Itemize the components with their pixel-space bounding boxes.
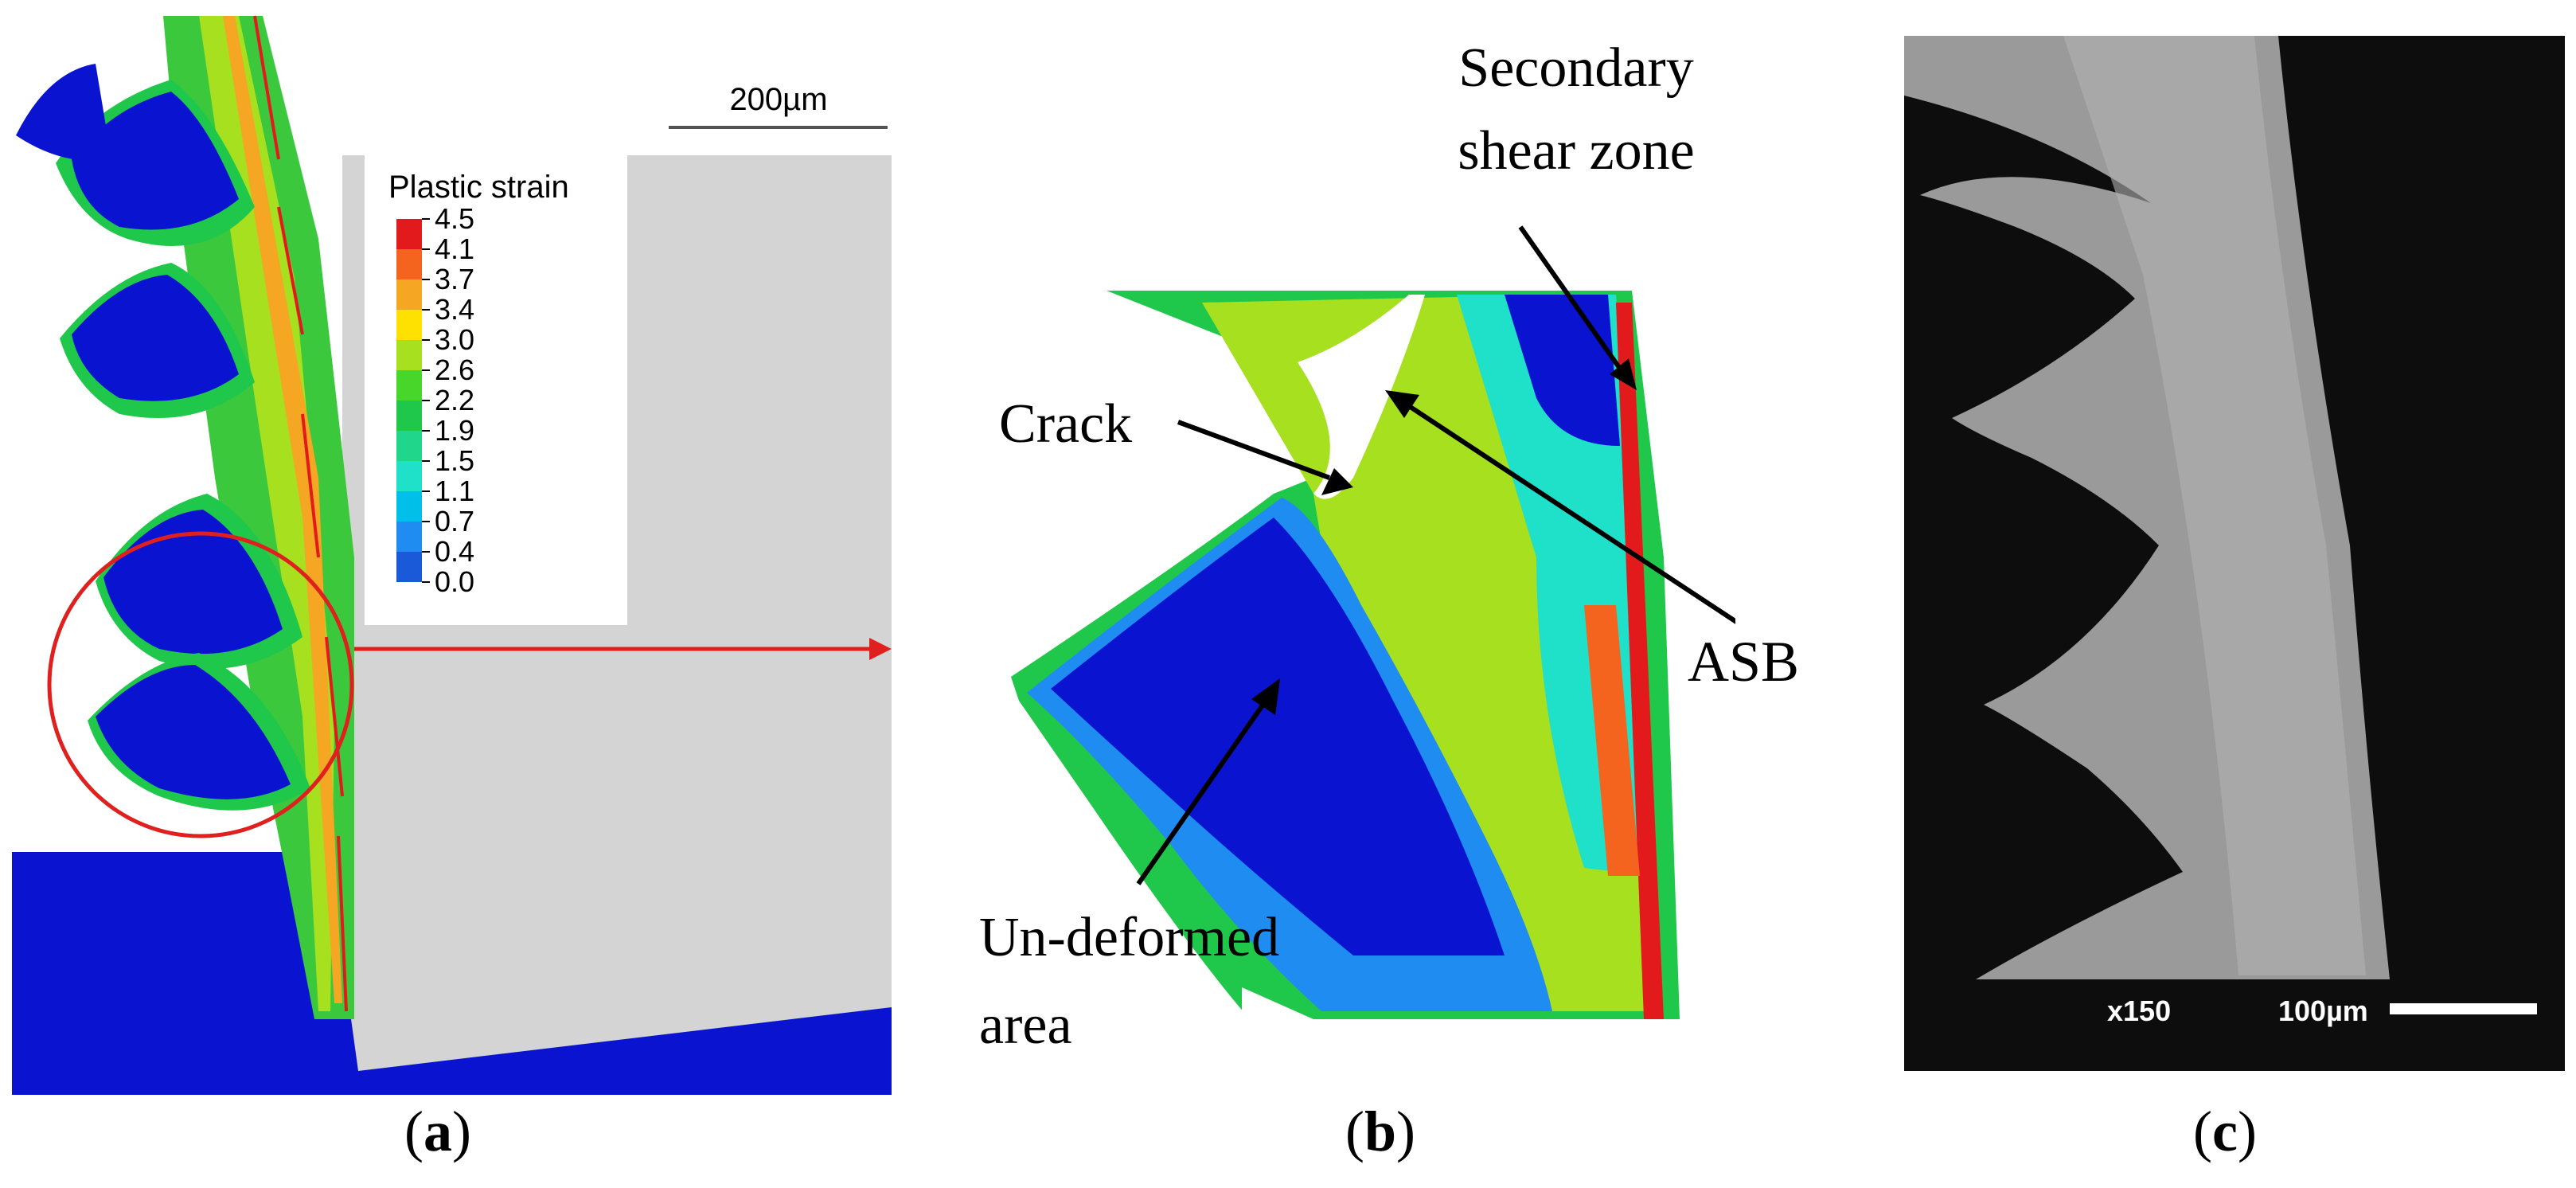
panel-a-simulation: 200µm Plastic strain 4.54.13.73.43.02.62… bbox=[12, 15, 892, 1095]
chip-segments bbox=[16, 64, 310, 811]
highlight-circle bbox=[47, 531, 354, 838]
legend-swatch bbox=[396, 401, 422, 431]
legend-title: Plastic strain bbox=[388, 170, 569, 205]
legend-swatch bbox=[396, 522, 422, 552]
legend-value: 2.6 bbox=[435, 354, 474, 386]
label-secondary-shear-line2: shear zone bbox=[1458, 120, 1694, 182]
legend-swatch bbox=[396, 552, 422, 582]
arrow-undeformed bbox=[1136, 699, 1268, 885]
label-undeformed-line1: Un-deformed bbox=[979, 907, 1279, 968]
crack-gap bbox=[1298, 295, 1425, 499]
caption-c: (c) bbox=[2193, 1100, 2257, 1163]
legend-value: 4.1 bbox=[435, 233, 474, 265]
label-undeformed-line2: area bbox=[979, 995, 1072, 1056]
legend-swatch bbox=[396, 279, 422, 310]
legend-swatch bbox=[396, 491, 422, 522]
legend-value: 3.7 bbox=[435, 263, 474, 295]
caption-a: (a) bbox=[404, 1100, 471, 1163]
legend-value: 0.0 bbox=[435, 565, 474, 598]
legend-value: 2.2 bbox=[435, 384, 474, 416]
asb-label-area: ASB bbox=[1688, 630, 1799, 694]
strain-legend: Plastic strain 4.54.13.73.43.02.62.21.91… bbox=[365, 155, 627, 625]
legend-value: 1.9 bbox=[435, 414, 474, 447]
legend-value: 3.4 bbox=[435, 293, 474, 326]
legend-value: 1.1 bbox=[435, 475, 474, 507]
arrow-crack bbox=[1177, 420, 1331, 480]
sem-scale-bar bbox=[2390, 1003, 2537, 1014]
legend-value: 4.5 bbox=[435, 202, 474, 235]
legend-value: 0.7 bbox=[435, 505, 474, 537]
sem-scale-label: 100µm bbox=[2278, 995, 2368, 1027]
label-asb: ASB bbox=[1688, 630, 1799, 694]
legend-swatch bbox=[396, 370, 422, 401]
panel-c-sem: x150 100µm bbox=[1904, 36, 2565, 1071]
caption-b: (b) bbox=[1345, 1100, 1416, 1163]
legend-value: 0.4 bbox=[435, 535, 474, 568]
panel-b-zoom: Secondary shear zone Crack Un-deformed a… bbox=[979, 37, 1735, 1056]
legend-swatch bbox=[396, 340, 422, 370]
legend-swatch bbox=[396, 219, 422, 249]
legend-swatch bbox=[396, 431, 422, 461]
scale-bar-a-label: 200µm bbox=[729, 82, 827, 117]
legend-value: 3.0 bbox=[435, 323, 474, 356]
label-crack: Crack bbox=[999, 393, 1132, 455]
sem-magnification: x150 bbox=[2107, 995, 2171, 1027]
legend-swatch bbox=[396, 461, 422, 491]
arrow-asb bbox=[1407, 404, 1735, 624]
legend-swatch bbox=[396, 249, 422, 279]
legend-value: 1.5 bbox=[435, 444, 474, 477]
label-secondary-shear-line1: Secondary bbox=[1458, 37, 1693, 99]
arrow-secondary-shear bbox=[1518, 225, 1626, 376]
legend-swatch bbox=[396, 310, 422, 340]
